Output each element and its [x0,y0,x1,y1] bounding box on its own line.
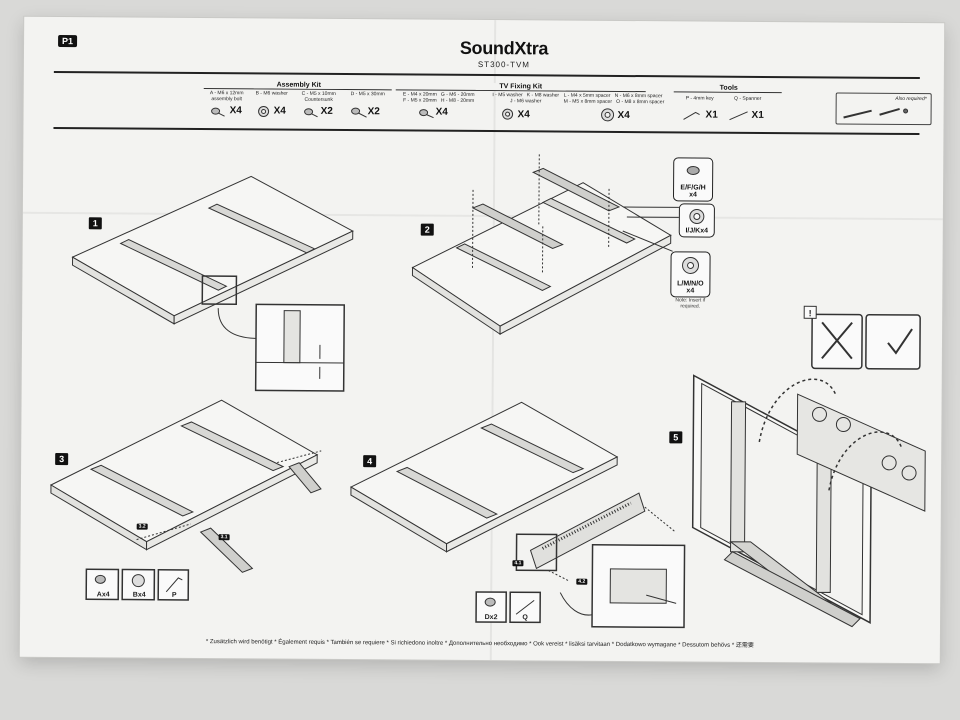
tag-spacers-lmno: L/M/N/O x4 [670,251,711,298]
also-required-tools-icon [843,107,909,119]
tag-spacers-label: L/M/N/O x4 [677,280,704,295]
step1-detail-callout [201,275,345,392]
step-2-number: 2 [420,223,434,236]
sub-step-3-2: 3.2 [136,523,148,530]
assembly-illustrations [49,105,926,629]
step4-cover-assembly [349,401,675,582]
two-person-warning-tiles [803,305,921,370]
spacer-note: Note: Insert if required. [675,297,706,310]
step4-detail-callout [515,533,686,629]
tag-washers-label: I/J/Kx4 [685,227,709,235]
hex-key-icon [683,111,700,120]
step5-tv-mount [691,374,926,628]
step1-soundbar-base [71,175,354,325]
spanner-icon [729,111,748,121]
step4-part-tiles [475,591,541,624]
tag-bolts-label: E/F/G/H x4 [680,184,706,199]
tile-label-d: Dx2 [484,614,498,622]
step2-bracket-mount [411,154,679,336]
tag-bolts-efgh: E/F/G/H x4 [672,157,714,202]
step3-part-tiles [85,568,190,601]
spacer-icon [601,108,615,122]
sub-step-4-1: 4.1 [512,560,524,567]
warning-icon: ! [808,308,812,319]
bolt-icon-d [351,107,367,118]
step-4-number: 4 [363,455,377,468]
sub-step-3-1: 3.1 [218,534,230,541]
step-5-number: 5 [669,431,683,444]
tile-label-p: P [171,591,177,599]
step3-base-assembly [49,399,322,573]
sub-step-4-2: 4.2 [576,578,588,585]
instruction-sheet: P1 SoundXtra ST300-TVM Assembly Kit A - … [19,16,945,664]
step-1-number: 1 [88,217,102,230]
step-3-number: 3 [55,453,69,466]
tag-washers-ijk: I/J/Kx4 [678,203,715,238]
tile-label-q: Q [522,614,528,622]
tv-bolt-icon [419,109,434,119]
countersunk-screw-icon [304,108,318,118]
tv-washer-icon [502,108,514,120]
tile-label-b: Bx4 [132,591,146,599]
bolt-icon [211,107,225,117]
tile-label-a: Ax4 [96,591,110,599]
washer-icon [258,105,270,117]
